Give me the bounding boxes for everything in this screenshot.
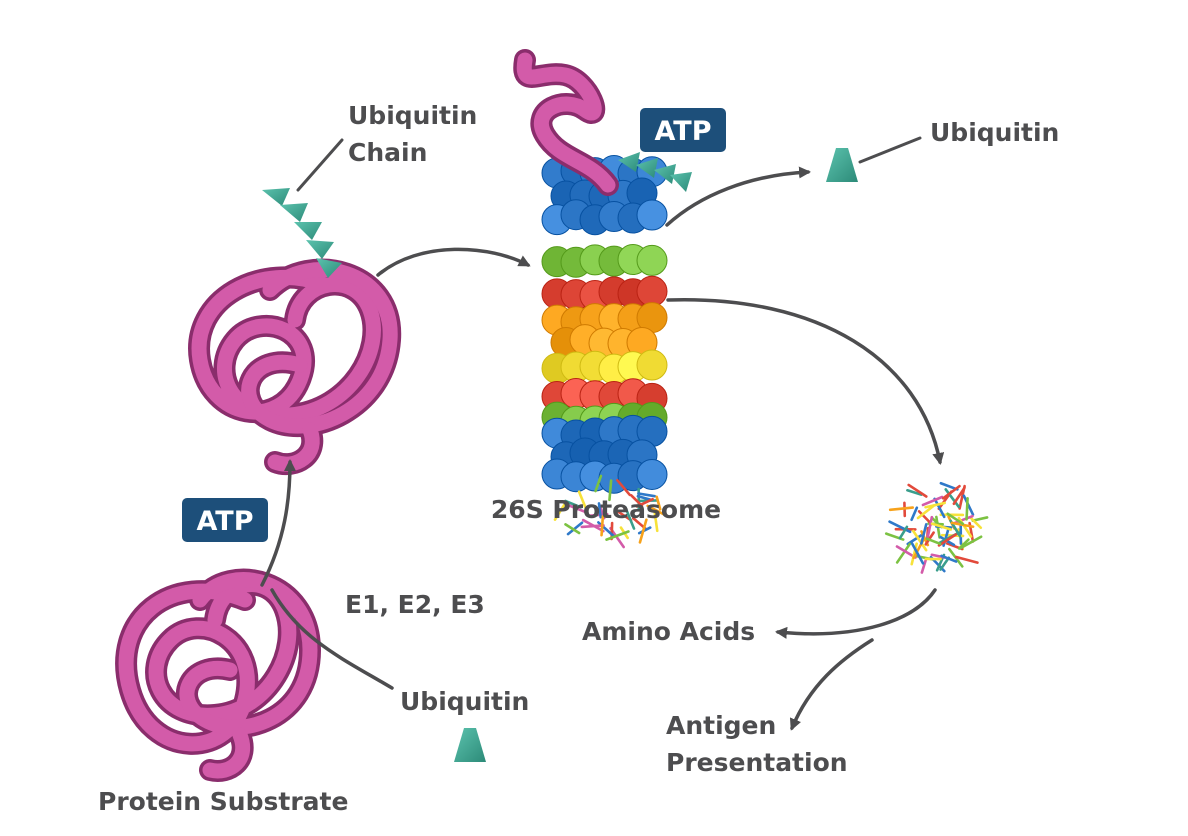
- peptide-fragment: [637, 526, 652, 535]
- peptide-fragment: [933, 497, 946, 519]
- proteasome-subunit: [636, 199, 668, 231]
- peptide-fragment: [946, 512, 965, 526]
- proteasome-subunit: [636, 244, 668, 276]
- peptide-fragment: [624, 505, 636, 530]
- peptide-fragment: [917, 510, 933, 526]
- peptide-fragment: [911, 529, 928, 552]
- peptide-fragment: [916, 504, 936, 520]
- peptide-fragment: [920, 558, 928, 574]
- peptide-fragment: [577, 490, 588, 511]
- peptide-fragment: [566, 521, 584, 536]
- peptide-fragment: [925, 537, 942, 546]
- peptide-fragment: [600, 515, 605, 537]
- peptide-fragment: [553, 503, 566, 521]
- enzymes-label: E1, E2, E3: [345, 590, 485, 619]
- pointer-ubiquitin-chain: [296, 138, 344, 192]
- peptide-fragment: [926, 515, 934, 539]
- ubiquitinated-protein-icon: [188, 258, 402, 476]
- protein-substrate-icon: [115, 568, 321, 782]
- proteasome-ubiquitin-chain-icon: [618, 152, 692, 192]
- peptide-fragment: [895, 545, 917, 559]
- arrow-peptides-to-amino-acids: [775, 588, 937, 639]
- peptide-fragment: [920, 523, 928, 545]
- arrow-ubiquitin-to-substrate: [270, 588, 394, 690]
- pointer-ubiquitin-right: [858, 136, 922, 164]
- peptide-fragment: [954, 555, 979, 564]
- ubiquitin-chain-icon: [262, 188, 342, 278]
- atp-badge-left: ATP: [182, 498, 268, 542]
- arrow-substrate-to-tagged: [260, 459, 296, 587]
- peptide-fragment: [937, 533, 958, 547]
- peptide-fragment: [930, 522, 953, 531]
- peptide-fragment: [924, 501, 946, 509]
- proteasome-26s-icon: [541, 154, 668, 494]
- peptide-fragment: [616, 479, 632, 497]
- peptide-fragment: [895, 542, 912, 564]
- peptide-fragment: [564, 499, 583, 509]
- arrow-proteasome-to-ubiquitin: [665, 166, 811, 227]
- peptide-fragment: [564, 523, 581, 535]
- peptide-fragment: [952, 486, 966, 506]
- peptide-fragment: [941, 484, 961, 500]
- peptide-fragment: [906, 533, 924, 546]
- peptide-fragment: [646, 504, 667, 517]
- proteasome-label: 26S Proteasome: [491, 495, 721, 524]
- peptide-fragment: [910, 542, 925, 565]
- peptide-fragments-icon: [553, 474, 667, 549]
- peptide-fragment: [971, 516, 989, 522]
- peptide-fragment: [580, 524, 605, 529]
- proteasome-subunit: [636, 349, 668, 381]
- protein-substrate-label: Protein Substrate: [98, 787, 348, 816]
- peptide-fragment: [564, 503, 589, 515]
- arrow-tagged-to-proteasome: [376, 247, 531, 277]
- peptide-fragment: [637, 492, 656, 498]
- ubiquitin-monomer-bottom-icon: [454, 728, 486, 762]
- peptide-fragment: [636, 494, 653, 502]
- atp-left-label: ATP: [196, 506, 253, 537]
- peptide-fragment: [630, 494, 644, 508]
- proteasome-subunit: [636, 458, 668, 490]
- peptide-fragment: [959, 535, 983, 550]
- peptide-fragment: [968, 515, 983, 530]
- proteasome-subunit: [636, 275, 668, 307]
- ubiquitin-right-label: Ubiquitin: [930, 118, 1059, 147]
- antigen-label-line2: Presentation: [666, 748, 848, 777]
- peptide-fragment: [888, 506, 915, 512]
- peptide-fragment: [921, 495, 944, 507]
- peptide-fragment: [965, 496, 969, 521]
- atp-top-label: ATP: [654, 116, 711, 147]
- peptide-fragment: [594, 474, 603, 493]
- peptide-fragment: [597, 502, 602, 519]
- peptide-fragment: [638, 518, 648, 544]
- arrow-proteasome-to-peptides: [666, 298, 945, 465]
- ubiquitin-chain-label-line2: Chain: [348, 138, 427, 167]
- ubiquitin-monomer-right-icon: [826, 148, 858, 182]
- peptide-fragment: [653, 511, 659, 533]
- peptide-fragment: [907, 483, 928, 498]
- peptide-fragment: [952, 514, 974, 525]
- peptide-fragment: [608, 479, 613, 502]
- peptide-fragment: [888, 520, 912, 534]
- antigen-label-line1: Antigen: [666, 711, 776, 740]
- peptide-fragment: [944, 488, 961, 509]
- ubiquitin-bottom-label: Ubiquitin: [400, 687, 529, 716]
- atp-badge-top: ATP: [640, 108, 726, 152]
- peptide-fragment: [910, 506, 919, 522]
- peptide-fragment: [940, 554, 958, 563]
- peptide-fragment: [939, 556, 951, 571]
- peptide-fragment: [655, 495, 662, 511]
- peptide-cluster-icon: [884, 481, 989, 574]
- arrow-to-antigen: [789, 638, 874, 731]
- peptide-fragment: [605, 530, 630, 541]
- ubiquitin-chain-label-line1: Ubiquitin: [348, 101, 477, 130]
- peptide-fragment: [906, 489, 923, 496]
- amino-acids-label: Amino Acids: [582, 617, 755, 646]
- peptide-fragment: [910, 542, 918, 566]
- peptide-fragment: [898, 525, 909, 540]
- unfolding-protein-strand-icon: [513, 49, 619, 196]
